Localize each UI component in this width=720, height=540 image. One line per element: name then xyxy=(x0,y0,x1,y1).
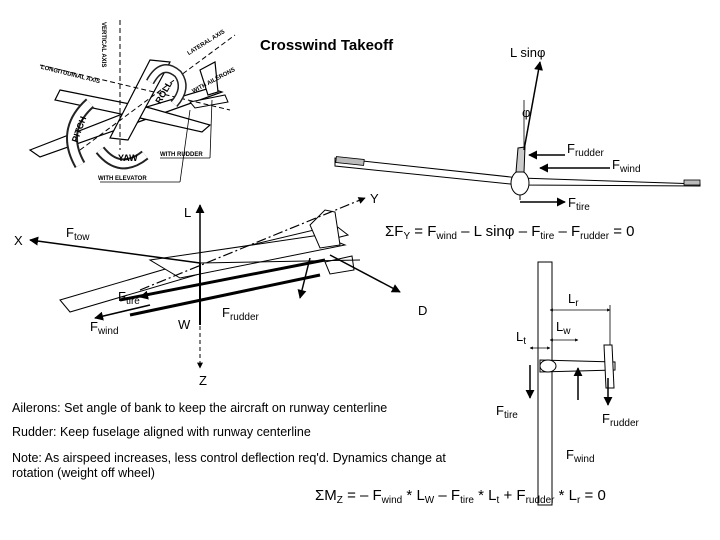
airspeed-note: Note: As airspeed increases, less contro… xyxy=(12,451,446,480)
rudder-sub: rudder xyxy=(229,312,259,323)
wind-sub: wind xyxy=(436,231,457,242)
phi-text: φ xyxy=(504,223,515,240)
l-t-label: Lt xyxy=(516,330,526,347)
weight-label: W xyxy=(178,317,191,332)
lift-sin-text: L sin xyxy=(510,45,537,60)
y-axis-label: Y xyxy=(370,191,379,206)
l-r-label: Lr xyxy=(568,292,579,309)
rudder-sub: rudder xyxy=(525,495,555,506)
with-rudder-label: WITH RUDDER xyxy=(160,152,203,158)
f-text: F xyxy=(566,447,574,462)
tire-sub: tire xyxy=(460,495,474,506)
rudder-sub: rudder xyxy=(609,418,639,429)
wind-sub: wind xyxy=(381,495,403,506)
w-sub: W xyxy=(424,495,435,506)
eq-text: = F xyxy=(414,223,437,240)
f-text: F xyxy=(496,403,504,418)
tire-sub: tire xyxy=(503,410,518,421)
f-text: F xyxy=(612,157,620,172)
r-sub: r xyxy=(577,495,581,506)
tire-sub: tire xyxy=(575,202,590,213)
front-view-drawing xyxy=(334,61,701,207)
sigma-symbol: Σ xyxy=(315,487,325,504)
tire-sub: tire xyxy=(540,231,555,242)
m-text: M xyxy=(324,487,337,504)
moment-equation: ΣMZ = – Fwind * LW – Ftire * Lt + Frudde… xyxy=(315,488,606,506)
t-sub: t xyxy=(496,495,500,506)
y-sub: Y xyxy=(403,231,411,242)
wind-sub: wind xyxy=(619,164,641,175)
minus-l-text: – L sin xyxy=(461,223,505,240)
plus-f-text: + F xyxy=(499,487,526,504)
f-text: F xyxy=(118,289,126,304)
f-text: F xyxy=(90,319,98,334)
lift-sin-phi-label: L sinφ xyxy=(510,46,545,59)
front-f-tire-label: Ftire xyxy=(568,196,590,213)
ailerons-note: Ailerons: Set angle of bank to keep the … xyxy=(12,401,388,415)
f-text: F xyxy=(394,223,404,240)
rudder-sub: rudder xyxy=(574,148,604,159)
with-elevator-label: WITH ELEVATOR xyxy=(98,176,147,182)
rudder-sub: rudder xyxy=(580,231,610,242)
z-sub: Z xyxy=(336,495,343,506)
minus-ftire-text: – F xyxy=(518,223,541,240)
equals-zero-text: = 0 xyxy=(613,223,635,240)
l-text: L xyxy=(568,291,576,306)
persp-f-wind-label: Fwind xyxy=(90,320,119,337)
lift-label: L xyxy=(184,205,192,220)
star-text: * xyxy=(402,487,417,504)
l-text: L xyxy=(516,329,524,344)
w-sub: w xyxy=(563,326,571,337)
perspective-view-drawing xyxy=(29,197,401,369)
l-text: L xyxy=(416,487,425,504)
f-tow-label: Ftow xyxy=(66,226,90,243)
z-axis-label: Z xyxy=(199,373,207,388)
yaw-label: YAW xyxy=(118,153,138,163)
top-view-drawing xyxy=(525,261,616,506)
rudder-note: Rudder: Keep fuselage aligned with runwa… xyxy=(12,425,311,439)
axes-aircraft-drawing xyxy=(28,20,236,183)
wind-sub: wind xyxy=(573,454,595,465)
minus-frudder-text: – F xyxy=(558,223,581,240)
persp-f-tire-label: Ftire xyxy=(118,290,140,307)
eq-text: = – F xyxy=(347,487,382,504)
r-sub: r xyxy=(575,298,579,309)
f-text: F xyxy=(222,305,230,320)
top-f-wind-label: Fwind xyxy=(566,448,595,465)
tire-sub: tire xyxy=(125,296,140,307)
top-f-tire-label: Ftire xyxy=(496,404,518,421)
sigma-symbol: Σ xyxy=(385,223,395,240)
minus-f-text: – F xyxy=(434,487,461,504)
top-f-rudder-label: Frudder xyxy=(602,412,639,429)
star-text: * xyxy=(554,487,569,504)
l-text: L xyxy=(568,487,577,504)
star-text: * xyxy=(473,487,489,504)
front-f-wind-label: Fwind xyxy=(612,158,641,175)
front-f-rudder-label: Frudder xyxy=(567,142,604,159)
wind-sub: wind xyxy=(97,326,119,337)
equals-zero-text: = 0 xyxy=(584,487,606,504)
f-text: F xyxy=(602,411,610,426)
l-w-label: Lw xyxy=(556,320,570,337)
f-text: F xyxy=(567,141,575,156)
l-text: L xyxy=(556,319,564,334)
bank-angle-label: φ xyxy=(522,105,531,120)
t-sub: t xyxy=(523,336,527,347)
l-text: L xyxy=(488,487,497,504)
drag-label: D xyxy=(418,303,428,318)
x-axis-label: X xyxy=(14,233,23,248)
f-text: F xyxy=(568,195,576,210)
page-title: Crosswind Takeoff xyxy=(260,37,394,54)
vertical-axis-label: VERTICAL AXIS xyxy=(100,22,106,68)
tow-sub: tow xyxy=(73,232,90,243)
force-equation: ΣFY = Fwind – L sinφ – Ftire – Frudder =… xyxy=(385,224,635,242)
phi-text: φ xyxy=(536,45,546,60)
f-text: F xyxy=(66,225,74,240)
persp-f-rudder-label: Frudder xyxy=(222,306,259,323)
